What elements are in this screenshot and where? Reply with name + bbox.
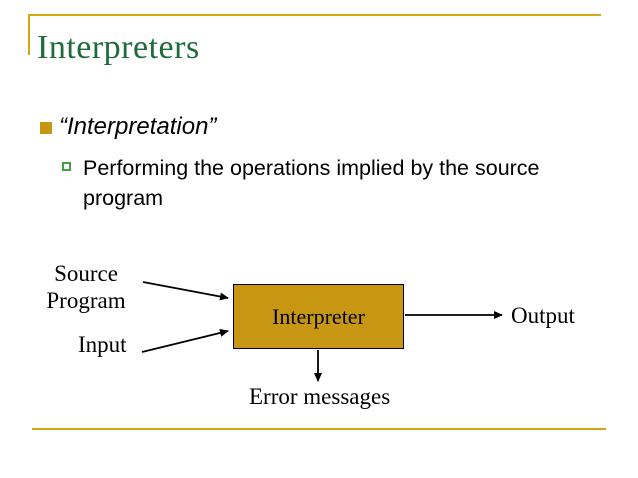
bullet-level1-text: “Interpretation” [59,113,217,140]
source-program-label: Source Program [46,261,126,313]
bullet-level2-text: Performing the operations implied by the… [83,156,540,210]
arrow-source-to-interpreter [142,281,229,301]
input-label: Input [78,332,127,357]
interpreter-box: Interpreter [233,284,404,349]
interpreter-box-label: Interpreter [272,303,365,329]
left-accent-rule [28,14,30,55]
sub-bullet-square-icon [62,162,71,171]
slide-title: Interpreters [37,29,200,66]
error-messages-label: Error messages [249,384,391,409]
arrow-input-to-interpreter [141,329,229,353]
bottom-accent-rule [32,428,606,430]
output-label: Output [511,303,575,328]
bullet-square-icon [40,122,52,134]
top-accent-rule [28,14,601,16]
